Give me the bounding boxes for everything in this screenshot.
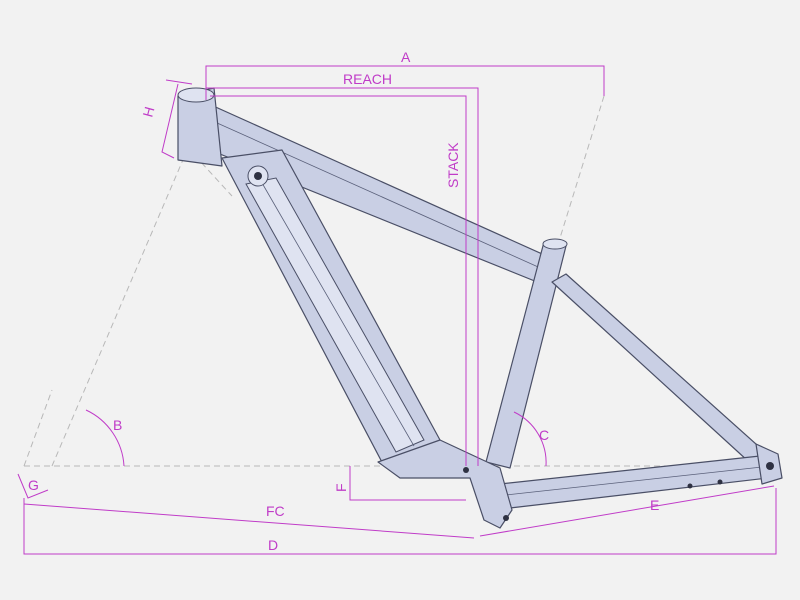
dimension-stack-line	[210, 95, 467, 466]
dimension-e-line	[479, 485, 775, 537]
dimension-h-tick	[165, 79, 193, 85]
dimension-b-arc	[85, 409, 125, 467]
dimension-c-arc	[513, 411, 547, 467]
label-d: D	[268, 537, 278, 553]
cable-port-hole	[254, 172, 262, 180]
dimension-fc-line	[23, 503, 475, 539]
label-e: E	[650, 497, 659, 513]
dimension-a-line	[205, 65, 605, 96]
chain-stay	[499, 455, 769, 509]
head-tube-top	[177, 87, 215, 103]
dimension-reach-line	[205, 87, 479, 466]
dimension-h-line	[161, 83, 179, 159]
seat-stay	[551, 273, 777, 473]
head-angle-line	[51, 147, 189, 467]
label-b: B	[113, 417, 122, 433]
dimension-g-line	[17, 473, 49, 499]
label-reach: REACH	[343, 71, 392, 87]
dimension-labels: A REACH STACK H B C G F FC D E	[28, 49, 659, 553]
motor-bolt-2	[503, 515, 509, 521]
dimension-lines	[17, 65, 777, 555]
label-h: H	[139, 105, 157, 119]
label-stack: STACK	[445, 142, 461, 188]
label-a: A	[401, 49, 411, 65]
down-tube-edge	[257, 175, 415, 447]
chain-stay-edge	[505, 466, 763, 496]
dimension-d-line	[23, 488, 777, 555]
label-c: C	[539, 427, 549, 443]
dimension-f-line	[349, 466, 466, 501]
chainstay-bolt-1	[687, 483, 693, 489]
label-f: F	[333, 483, 349, 492]
label-fc: FC	[266, 503, 285, 519]
rear-axle-hole	[766, 462, 774, 470]
motor-bolt-1	[463, 467, 469, 473]
chainstay-bolt-2	[717, 479, 723, 485]
seat-tube-top	[542, 238, 568, 250]
wheelbase-left-extension	[23, 389, 53, 467]
top-tube-edge	[205, 117, 557, 276]
bicycle-frame	[177, 87, 783, 529]
label-g: G	[28, 477, 39, 493]
